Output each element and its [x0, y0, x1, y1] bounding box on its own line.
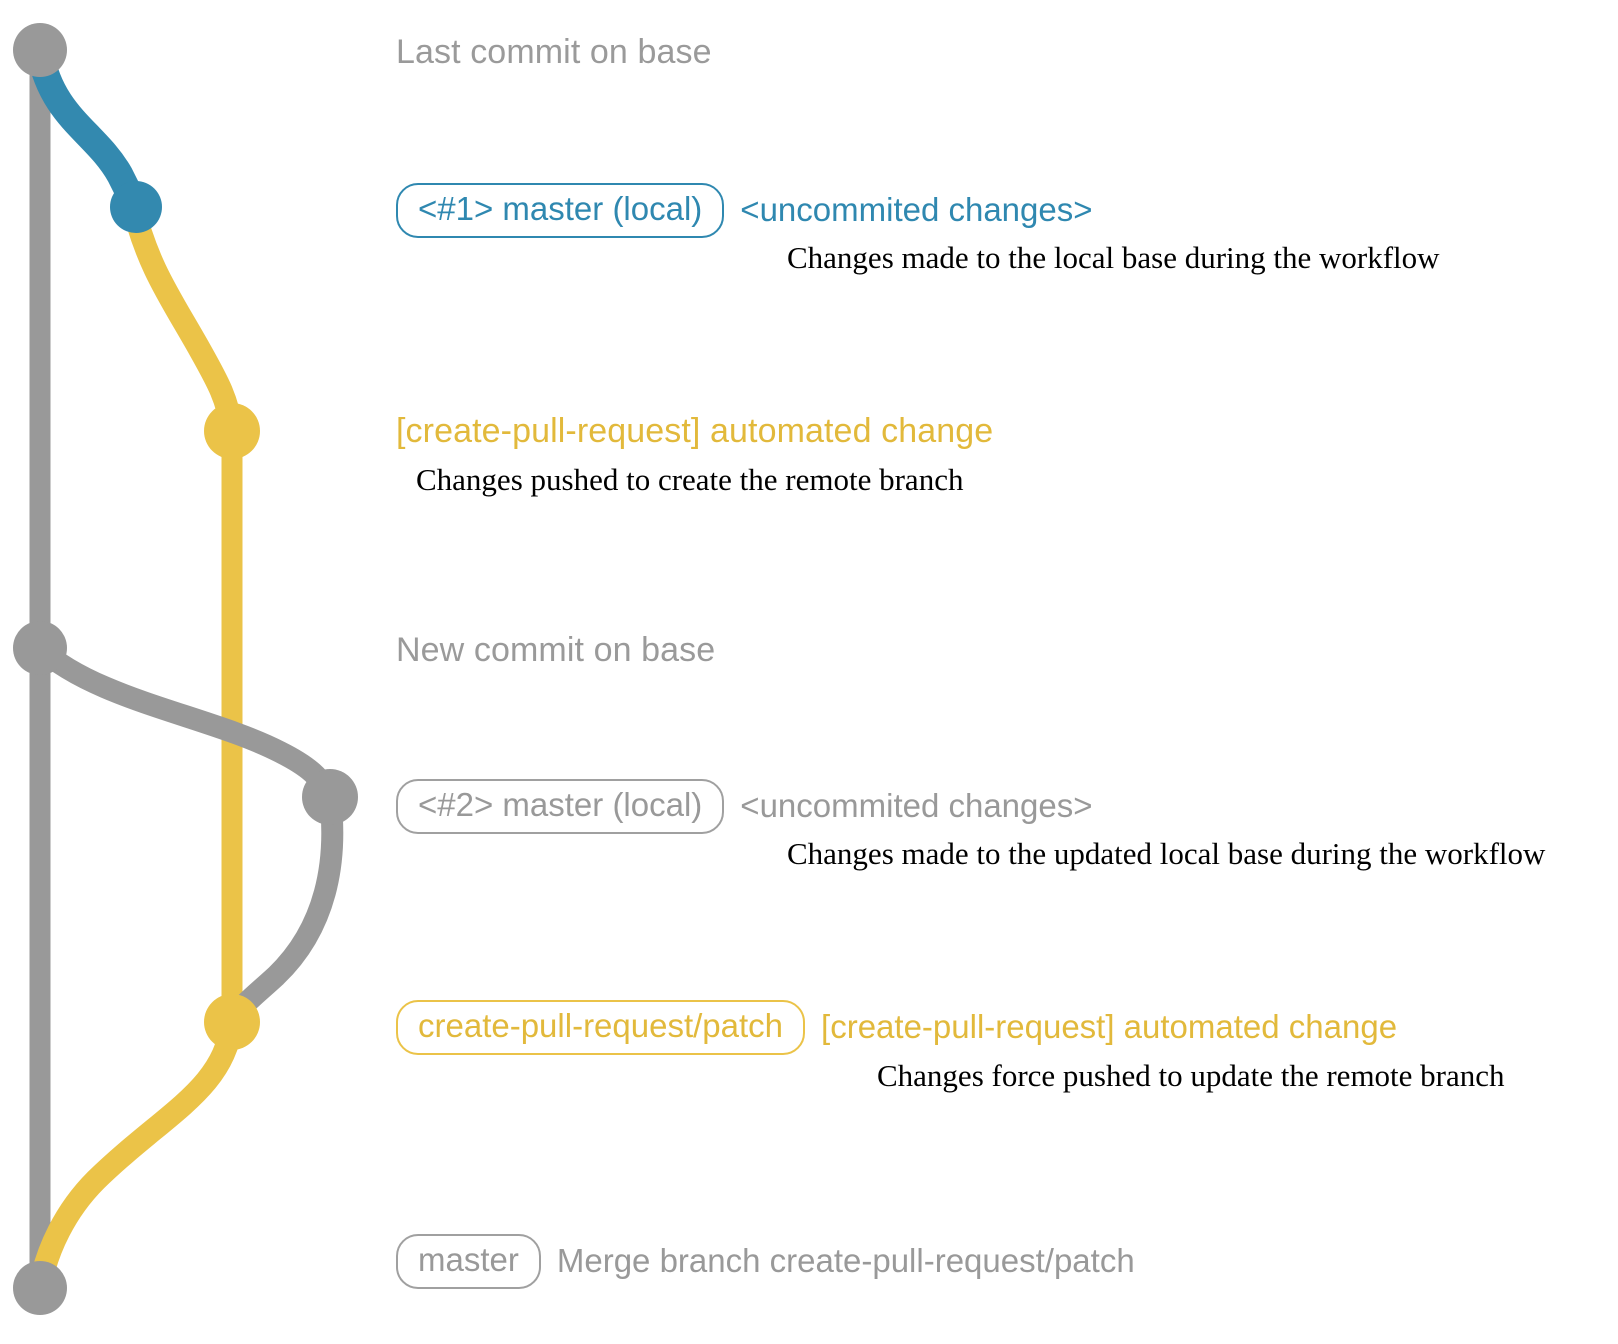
row-master-merge: master Merge branch create-pull-request/… [396, 1234, 1135, 1289]
row-master-local-1: <#1> master (local) <uncommited changes> [396, 183, 1093, 238]
subtitle-create-pull-request-patch: Changes force pushed to update the remot… [877, 1058, 1505, 1093]
branch-badge-create-pull-request-patch[interactable]: create-pull-request/patch [396, 1000, 806, 1055]
subtitle-master-local-2: Changes made to the updated local base d… [787, 836, 1546, 871]
row-create-pull-request-patch: create-pull-request/patch [create-pull-r… [396, 1000, 1397, 1055]
commit-message-master-merge: Merge branch create-pull-request/patch [556, 1242, 1135, 1280]
edge-gray-base2-to-local2 [29, 637, 341, 808]
edge-yellow-patch2-to-merge [28, 1010, 244, 1300]
commit-message-master-local-2: <uncommited changes> [740, 787, 1093, 825]
commit-message-create-pull-request-patch: [create-pull-request] automated change [821, 1008, 1398, 1046]
branch-badge-master[interactable]: master [396, 1234, 541, 1289]
label-new-commit-on-base: New commit on base [396, 631, 716, 669]
subtitle-master-local-1: Changes made to the local base during th… [787, 240, 1440, 275]
label-automated-change-1: [create-pull-request] automated change [396, 412, 994, 450]
row-master-local-2: <#2> master (local) <uncommited changes> [396, 779, 1093, 834]
label-last-commit-on-base: Last commit on base [396, 33, 712, 71]
commit-node-patch-2 [204, 994, 260, 1050]
row-last-commit-on-base: Last commit on base [396, 33, 712, 72]
commit-node-base-1 [13, 23, 67, 77]
commit-node-local-2 [302, 769, 358, 825]
edge-blue-base-to-local1 [26, 38, 150, 221]
commit-node-local-1 [110, 181, 162, 233]
commit-node-patch-1 [204, 403, 260, 459]
commit-message-master-local-1: <uncommited changes> [740, 191, 1093, 229]
edge-yellow-local1-to-patch1 [121, 194, 244, 443]
branch-badge-master-local-2[interactable]: <#2> master (local) [396, 779, 725, 834]
row-automated-change-1: [create-pull-request] automated change [396, 412, 993, 451]
commit-node-base-2 [13, 621, 67, 675]
row-new-commit-on-base: New commit on base [396, 631, 715, 670]
edge-gray-local2-to-patch2 [221, 786, 344, 1033]
commit-node-merge [13, 1261, 67, 1315]
subtitle-automated-change-1: Changes pushed to create the remote bran… [416, 462, 964, 497]
branch-badge-master-local-1[interactable]: <#1> master (local) [396, 183, 725, 238]
